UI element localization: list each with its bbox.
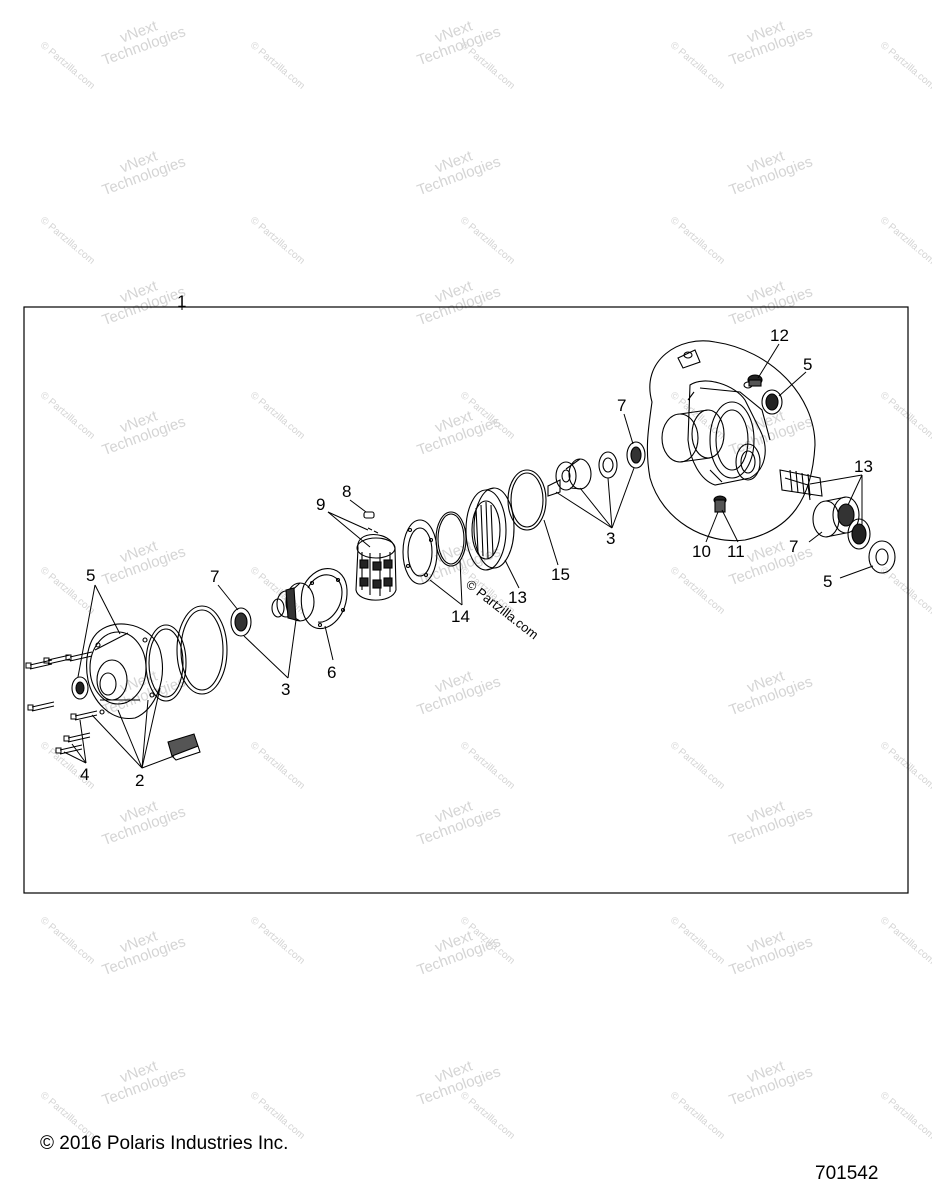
diagram-frame <box>23 306 909 894</box>
fill-plug-12 <box>747 374 763 387</box>
bearing-left <box>230 607 252 637</box>
seal-right <box>847 518 871 550</box>
callout-12: 12 <box>770 326 789 345</box>
callout-3-left: 3 <box>281 680 290 699</box>
cage-springs <box>367 527 379 534</box>
callouts: 1 12 5 13 7 5 10 11 7 3 15 13 14 9 8 6 3… <box>80 292 873 790</box>
seal-left <box>71 676 89 700</box>
washer-right <box>868 540 896 574</box>
callout-9: 9 <box>316 495 325 514</box>
sensor <box>167 733 201 761</box>
copyright-text: © 2016 Polaris Industries Inc. <box>40 1133 289 1154</box>
callout-7-left: 7 <box>210 567 219 586</box>
callout-7-mid-right: 7 <box>617 396 626 415</box>
oil-seal-upper <box>761 389 783 415</box>
armature-plate <box>402 519 438 585</box>
bearing-mid-right <box>626 441 646 469</box>
left-cover <box>86 623 163 719</box>
callout-10: 10 <box>692 542 711 561</box>
cover-plate <box>300 568 348 630</box>
callout-1: 1 <box>177 292 186 311</box>
roll-cage <box>355 534 397 601</box>
bearing-right <box>812 496 860 538</box>
callout-5-left: 5 <box>86 566 95 585</box>
callout-13-mid: 13 <box>508 588 527 607</box>
callout-15: 15 <box>551 565 570 584</box>
callout-13-right: 13 <box>854 457 873 476</box>
leader-lines <box>63 307 874 769</box>
callout-14: 14 <box>451 607 470 626</box>
bearing-stack <box>547 451 618 497</box>
callout-4: 4 <box>80 765 89 784</box>
ring-gear <box>465 487 515 571</box>
sleeve <box>661 409 725 463</box>
callout-11: 11 <box>727 542 745 561</box>
callout-6: 6 <box>327 663 336 682</box>
diagram-number: 701542 <box>815 1163 879 1184</box>
pin <box>363 511 375 519</box>
gearcase-housing <box>646 340 816 542</box>
callout-5-right: 5 <box>823 572 832 591</box>
callout-2: 2 <box>135 771 144 790</box>
callout-7-right: 7 <box>789 537 798 556</box>
center-partzilla-stamp: © Partzilla.com <box>463 577 541 643</box>
o-ring-left <box>176 605 228 695</box>
drain-plug-10 <box>713 495 727 513</box>
snap-ring <box>435 511 467 567</box>
callout-8: 8 <box>342 482 351 501</box>
output-shaft <box>779 469 823 501</box>
input-hub <box>271 582 315 622</box>
callout-5-upper-right: 5 <box>803 355 812 374</box>
callout-3-mid-right: 3 <box>606 529 615 548</box>
